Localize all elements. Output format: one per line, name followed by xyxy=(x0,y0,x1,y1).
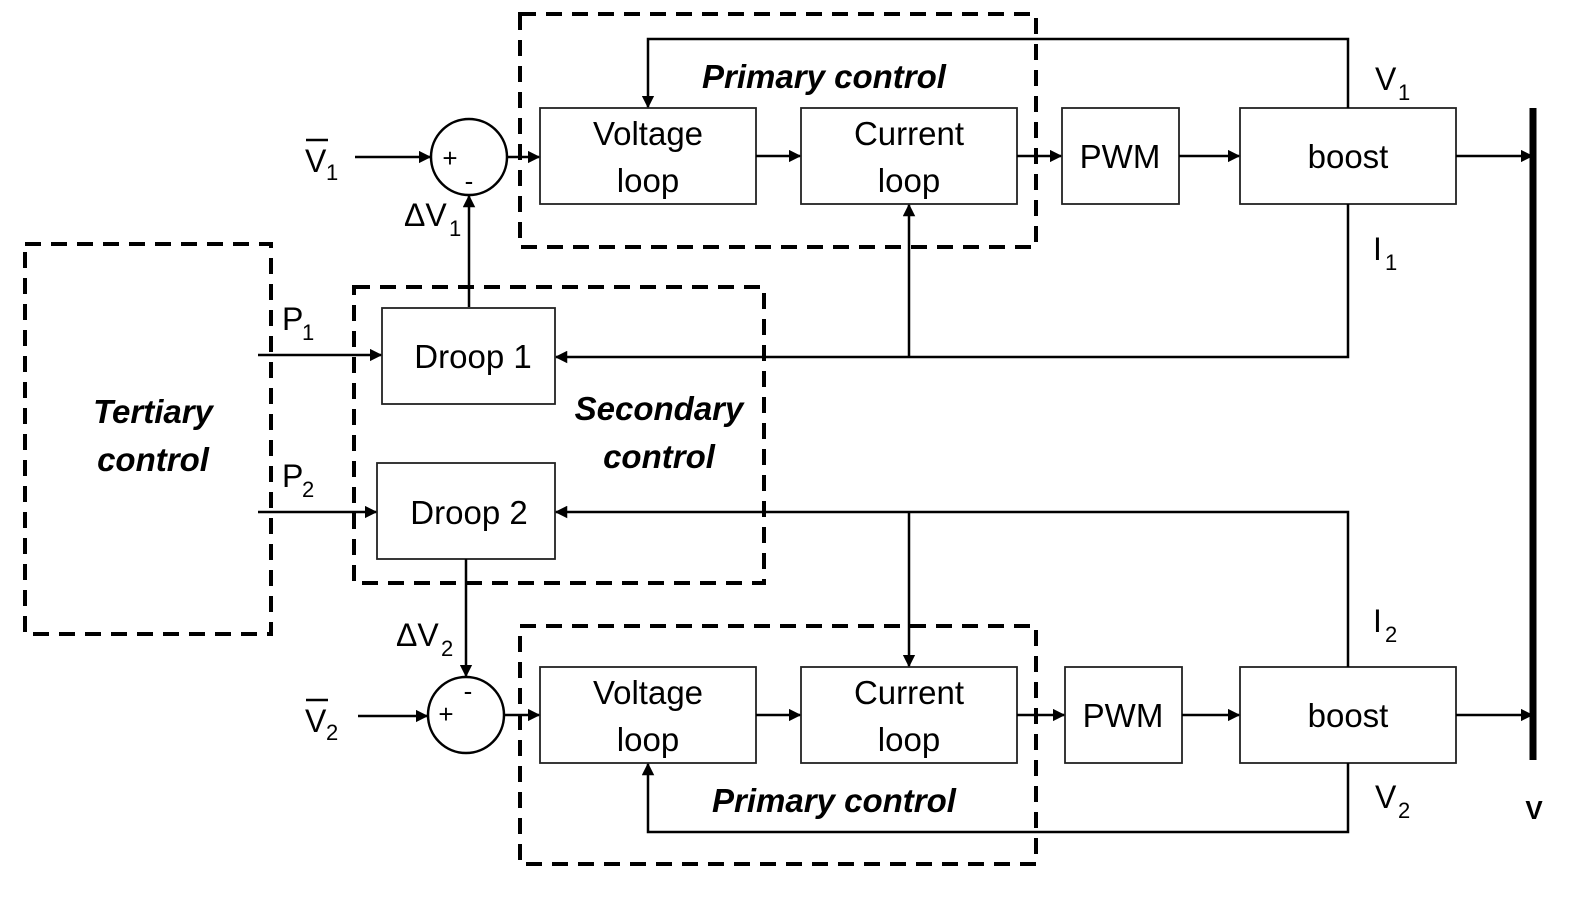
boost-2-label: boost xyxy=(1308,697,1389,734)
current-loop-1-line1: Current xyxy=(854,115,964,152)
svg-text:P: P xyxy=(282,458,303,494)
summer-1-plus-sign: + xyxy=(442,143,457,173)
primary-control-bottom-group xyxy=(518,624,1038,866)
droop-1-block: Droop 1 xyxy=(381,307,556,405)
svg-text:2: 2 xyxy=(1398,798,1410,823)
bus-voltage-label: V xyxy=(1525,795,1543,825)
primary-control-top-label: Primary control xyxy=(702,58,947,95)
svg-text:2: 2 xyxy=(302,477,314,502)
pwm-2-block: PWM xyxy=(1064,666,1183,764)
svg-text:I: I xyxy=(1373,231,1382,267)
secondary-control-group xyxy=(352,285,766,585)
vref2-label: V 2 xyxy=(305,698,338,745)
voltage-loop-2-line1: Voltage xyxy=(593,674,703,711)
svg-text:1: 1 xyxy=(1385,250,1397,275)
droop-2-block: Droop 2 xyxy=(376,462,556,560)
svg-text:2: 2 xyxy=(1385,622,1397,647)
svg-text:1: 1 xyxy=(302,320,314,345)
boost-2-block: boost xyxy=(1239,666,1457,764)
tertiary-control-label-line1: Tertiary xyxy=(93,393,214,430)
tertiary-control-group xyxy=(23,242,273,636)
voltage-loop-2-line2: loop xyxy=(617,721,679,758)
summer-1-minus-sign: - xyxy=(465,166,474,196)
v1-label: V 1 xyxy=(1375,61,1410,105)
primary-control-bottom-label: Primary control xyxy=(712,782,957,819)
secondary-control-label-line2: control xyxy=(603,438,716,475)
summing-junction-2: + - xyxy=(426,675,506,755)
svg-text:1: 1 xyxy=(1398,80,1410,105)
p1-label: P 1 xyxy=(282,301,314,345)
svg-text:ΔV: ΔV xyxy=(404,197,447,233)
svg-text:P: P xyxy=(282,301,303,337)
i2-label: I 2 xyxy=(1373,603,1397,647)
secondary-control-label-line1: Secondary xyxy=(575,390,745,427)
svg-text:2: 2 xyxy=(441,636,453,661)
v2-label: V 2 xyxy=(1375,779,1410,823)
voltage-loop-2-block: Voltage loop xyxy=(539,666,757,764)
i2-feedback-wire xyxy=(554,505,1350,667)
summing-junction-1: + - xyxy=(429,117,509,197)
svg-text:1: 1 xyxy=(326,160,338,185)
dv2-label: ΔV 2 xyxy=(396,617,453,661)
voltage-loop-1-block: Voltage loop xyxy=(539,107,757,205)
pwm-1-label: PWM xyxy=(1080,138,1161,175)
pwm-1-block: PWM xyxy=(1061,107,1180,205)
current-loop-1-line2: loop xyxy=(878,162,940,199)
droop-2-label: Droop 2 xyxy=(410,494,527,531)
boost-1-label: boost xyxy=(1308,138,1389,175)
current-loop-2-line1: Current xyxy=(854,674,964,711)
p2-label: P 2 xyxy=(282,458,314,502)
droop-1-label: Droop 1 xyxy=(414,338,531,375)
svg-text:V: V xyxy=(1375,779,1397,815)
boost-1-block: boost xyxy=(1239,107,1457,205)
current-loop-2-line2: loop xyxy=(878,721,940,758)
svg-text:V: V xyxy=(305,143,327,179)
summer-2-minus-sign: - xyxy=(464,676,473,706)
tertiary-control-label-line2: control xyxy=(97,441,210,478)
svg-text:2: 2 xyxy=(326,720,338,745)
i1-label: I 1 xyxy=(1373,231,1397,275)
vref1-label: V 1 xyxy=(305,138,338,185)
summer-2-plus-sign: + xyxy=(438,699,453,729)
svg-text:ΔV: ΔV xyxy=(396,617,439,653)
v1-feedback-wire xyxy=(641,37,1350,109)
current-loop-1-block: Current loop xyxy=(800,107,1018,205)
voltage-loop-1-line2: loop xyxy=(617,162,679,199)
svg-text:V: V xyxy=(305,703,327,739)
svg-text:1: 1 xyxy=(449,216,461,241)
v2-feedback-wire xyxy=(641,762,1350,834)
primary-control-top-group xyxy=(518,12,1038,249)
svg-text:I: I xyxy=(1373,603,1382,639)
current-loop-2-block: Current loop xyxy=(800,666,1018,764)
voltage-loop-1-line1: Voltage xyxy=(593,115,703,152)
svg-text:V: V xyxy=(1375,61,1397,97)
dv1-label: ΔV 1 xyxy=(404,197,461,241)
i1-feedback-wire xyxy=(554,204,1350,364)
pwm-2-label: PWM xyxy=(1083,697,1164,734)
